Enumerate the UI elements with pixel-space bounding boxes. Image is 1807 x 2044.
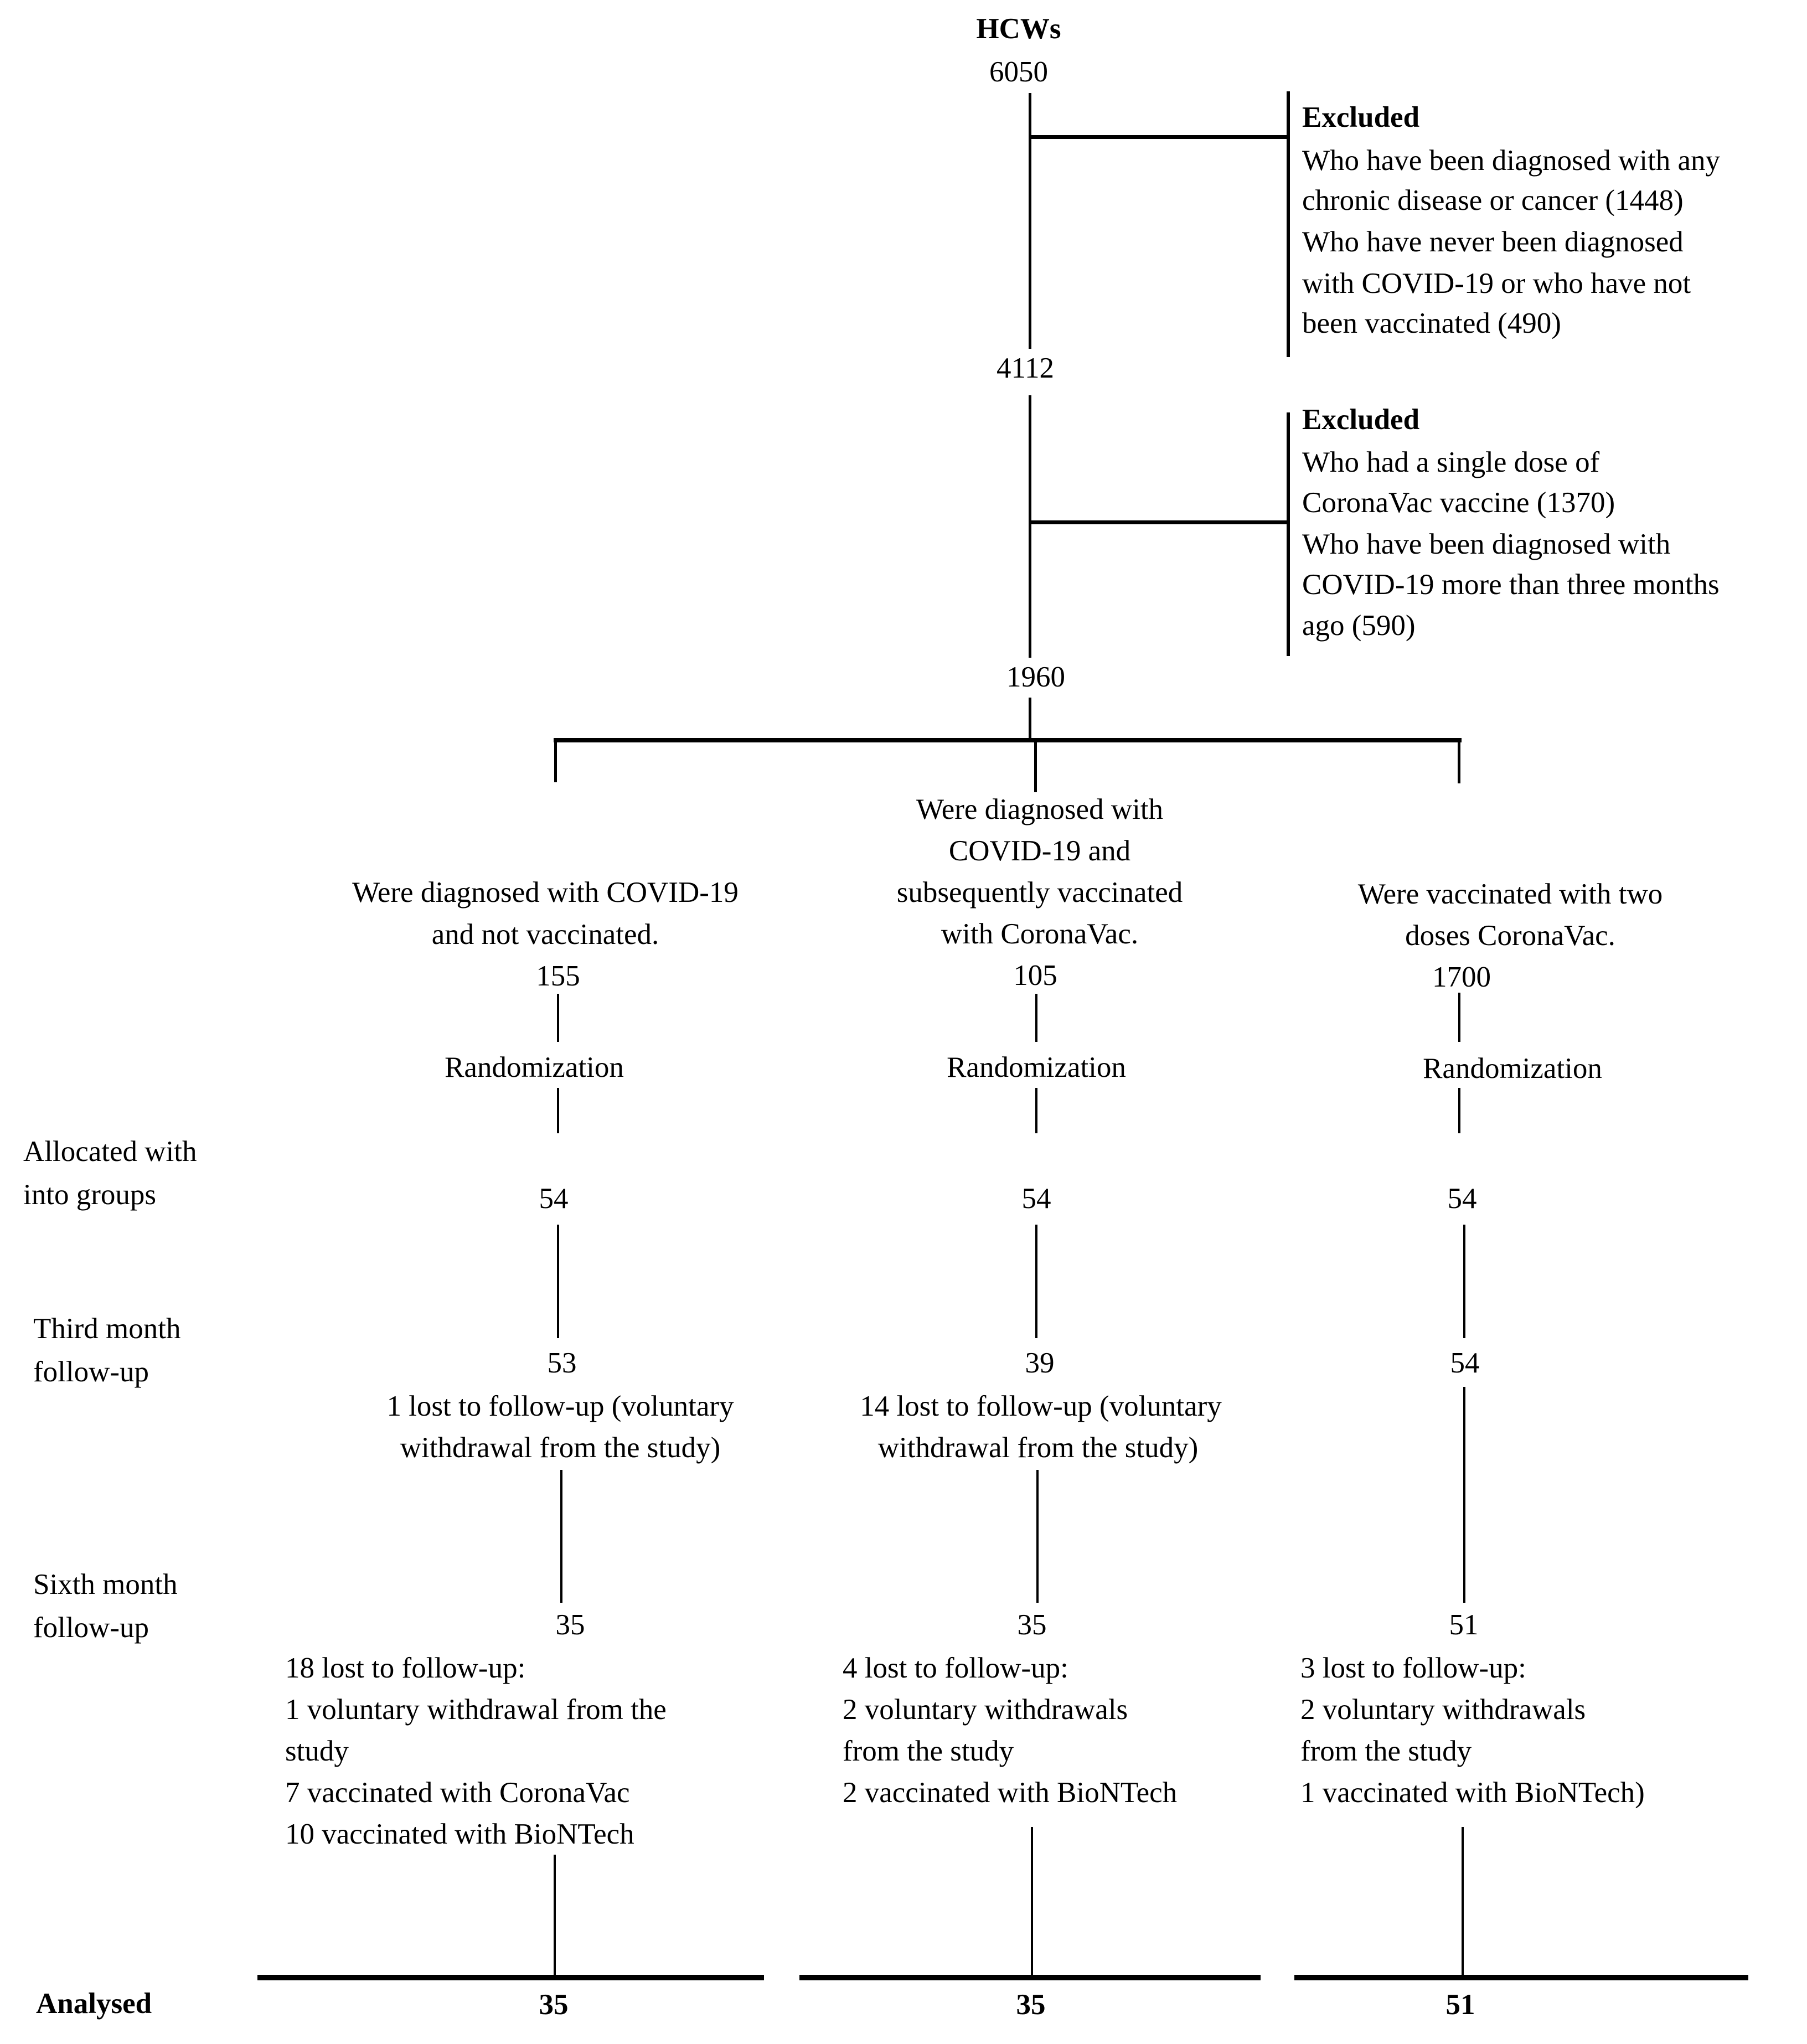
column-2-connector — [1035, 994, 1037, 1042]
column-3-randomization-label: Randomization — [1423, 1052, 1602, 1085]
column-2-third-note-line: withdrawal from the study) — [877, 1432, 1199, 1464]
excluded-2-heading: Excluded — [1302, 404, 1420, 436]
trunk-line-2 — [1029, 395, 1031, 658]
excluded-2-line: Who have been diagnosed with — [1302, 528, 1671, 560]
exclusion-1-border-line — [1287, 91, 1290, 357]
column-1-connector — [560, 1470, 562, 1603]
column-3-sixth-note-line: from the study — [1300, 1735, 1472, 1767]
hcws-label: HCWs — [976, 13, 1061, 45]
column-2-label-line: with CoronaVac. — [941, 918, 1139, 950]
row-label-allocated-line: into groups — [23, 1179, 156, 1211]
column-3-connector — [1458, 993, 1460, 1042]
column-2-third-month-count: 39 — [1025, 1347, 1055, 1379]
column-2-sixth-note-line: 4 lost to follow-up: — [843, 1652, 1068, 1684]
excluded-1-line: been vaccinated (490) — [1302, 307, 1561, 339]
column-1-label-line: Were diagnosed with COVID-19 — [352, 876, 739, 909]
exclusion-1-branch-line — [1029, 135, 1290, 139]
column-1-connector — [557, 1225, 559, 1338]
analysed-baseline-2 — [799, 1975, 1261, 1980]
column-3-sixth-month-count: 51 — [1449, 1609, 1479, 1641]
column-drop-line-3 — [1458, 738, 1460, 783]
excluded-2-line: COVID-19 more than three months — [1302, 569, 1720, 601]
column-2-label-line: COVID-19 and — [948, 835, 1131, 867]
column-2-connector — [1035, 1225, 1037, 1338]
row-label-third-month-line: Third month — [33, 1313, 181, 1345]
column-2-connector — [1036, 1470, 1039, 1603]
column-1-connector — [557, 1088, 559, 1133]
row-label-sixth-month-line: follow-up — [33, 1612, 149, 1644]
column-1-label-line: and not vaccinated. — [431, 918, 659, 951]
column-3-third-month-count: 54 — [1450, 1347, 1480, 1379]
column-2-sixth-note-line: from the study — [843, 1735, 1014, 1767]
excluded-2-line: ago (590) — [1302, 610, 1416, 642]
hcws-count: 6050 — [989, 56, 1048, 88]
column-1-count: 155 — [536, 960, 580, 992]
row-label-third-month-line: follow-up — [33, 1356, 149, 1388]
column-2-sixth-month-count: 35 — [1017, 1609, 1047, 1641]
column-1-third-note-line: 1 lost to follow-up (voluntary — [386, 1390, 734, 1422]
column-drop-line-2 — [1034, 738, 1037, 792]
column-2-connector — [1031, 1827, 1033, 1978]
column-1-sixth-note-line: 7 vaccinated with CoronaVac — [285, 1777, 630, 1809]
excluded-1-line: with COVID-19 or who have not — [1302, 267, 1691, 300]
column-3-sixth-note-line: 2 voluntary withdrawals — [1300, 1694, 1586, 1726]
column-2-connector — [1035, 1088, 1037, 1133]
exclusion-2-branch-line — [1029, 520, 1290, 524]
column-3-connector — [1463, 1225, 1465, 1338]
column-2-label-line: Were diagnosed with — [916, 793, 1164, 825]
column-2-count: 105 — [1013, 959, 1057, 992]
column-drop-line-1 — [554, 738, 557, 782]
split-line — [554, 738, 1462, 742]
column-2-sixth-note-line: 2 vaccinated with BioNTech — [843, 1777, 1178, 1809]
column-1-sixth-note-line: 18 lost to follow-up: — [285, 1652, 526, 1684]
analysed-baseline-3 — [1294, 1975, 1748, 1980]
column-1-third-note-line: withdrawal from the study) — [400, 1432, 721, 1464]
trunk-line-3 — [1029, 698, 1031, 741]
column-1-sixth-note-line: study — [285, 1735, 349, 1767]
excluded-1-line: Who have never been diagnosed — [1302, 226, 1684, 258]
count-after-exclusion-1: 4112 — [996, 352, 1055, 384]
column-2-allocated-count: 54 — [1021, 1183, 1051, 1215]
excluded-1-heading: Excluded — [1302, 101, 1420, 133]
column-2-randomization-label: Randomization — [947, 1051, 1126, 1083]
column-1-sixth-note-line: 10 vaccinated with BioNTech — [285, 1818, 634, 1850]
column-3-label-line: doses CoronaVac. — [1405, 920, 1615, 952]
row-label-allocated-line: Allocated with — [23, 1135, 197, 1168]
excluded-2-line: Who had a single dose of — [1302, 446, 1600, 478]
column-2-third-note-line: 14 lost to follow-up (voluntary — [860, 1390, 1222, 1422]
exclusion-2-border-line — [1287, 412, 1290, 656]
column-1-third-month-count: 53 — [547, 1347, 577, 1379]
column-2-sixth-note-line: 2 voluntary withdrawals — [843, 1694, 1128, 1726]
column-3-sixth-note-line: 3 lost to follow-up: — [1300, 1652, 1526, 1684]
column-1-connector — [554, 1855, 556, 1978]
column-1-sixth-note-line: 1 voluntary withdrawal from the — [285, 1694, 667, 1726]
column-3-connector — [1463, 1387, 1465, 1603]
excluded-1-line: Who have been diagnosed with any — [1302, 144, 1721, 177]
column-3-count: 1700 — [1432, 961, 1491, 993]
column-1-randomization-label: Randomization — [445, 1051, 624, 1083]
column-1-sixth-month-count: 35 — [555, 1609, 585, 1641]
column-1-connector — [557, 994, 559, 1042]
column-1-analysed-count: 35 — [539, 1989, 569, 2021]
excluded-2-line: CoronaVac vaccine (1370) — [1302, 487, 1615, 519]
trunk-line-1 — [1029, 93, 1031, 349]
excluded-1-line: chronic disease or cancer (1448) — [1302, 184, 1684, 216]
column-3-analysed-count: 51 — [1445, 1989, 1475, 2021]
column-3-connector — [1462, 1827, 1464, 1978]
analysed-baseline-1 — [257, 1975, 764, 1980]
column-2-label-line: subsequently vaccinated — [896, 876, 1183, 909]
column-2-analysed-count: 35 — [1016, 1989, 1046, 2021]
column-3-sixth-note-line: 1 vaccinated with BioNTech) — [1300, 1777, 1645, 1809]
row-label-analysed: Analysed — [36, 1988, 152, 2020]
column-3-allocated-count: 54 — [1447, 1183, 1477, 1215]
column-3-connector — [1458, 1088, 1460, 1133]
column-1-allocated-count: 54 — [539, 1183, 569, 1215]
column-3-label-line: Were vaccinated with two — [1357, 878, 1663, 910]
count-after-exclusion-2: 1960 — [1006, 661, 1065, 693]
row-label-sixth-month-line: Sixth month — [33, 1568, 178, 1601]
